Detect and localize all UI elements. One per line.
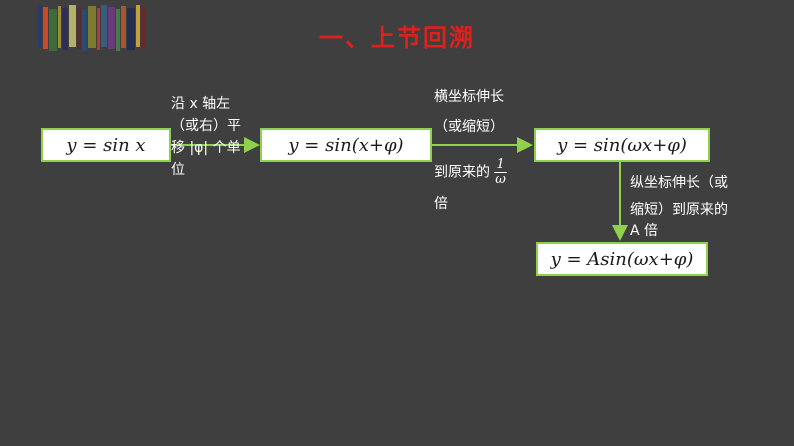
label-shift-line3: 移 |φ| 个单 [171, 137, 241, 159]
label-vscale-line1: 纵坐标伸长（或 [630, 170, 728, 197]
label-hscale-bottom-line2: 倍 [434, 193, 507, 215]
label-shift: 沿 x 轴左 （或右）平 移 |φ| 个单 位 [171, 93, 241, 181]
label-shift-line1: 沿 x 轴左 [171, 93, 241, 115]
formula-box-a-sin-omega-x-phi: y = Asin(ωx+φ) [536, 242, 708, 276]
label-hscale-top-line1: 横坐标伸长 [434, 86, 504, 108]
label-vscale-line2: 缩短）到原来的 [630, 197, 728, 224]
formula-box-sin-omega-x-phi: y = sin(ωx+φ) [534, 128, 710, 162]
label-hscale-bottom-line1: 到原来的 1 ω [434, 158, 507, 187]
fraction-one-over-omega: 1 ω [494, 158, 506, 187]
label-vscale: 纵坐标伸长（或 缩短）到原来的 A 倍 [630, 170, 728, 238]
label-hscale-bottom: 到原来的 1 ω 倍 [434, 158, 507, 215]
fraction-numerator: 1 [494, 158, 506, 173]
label-vscale-line3: A 倍 [630, 224, 728, 238]
label-shift-line2: （或右）平 [171, 115, 241, 137]
label-hscale-bottom-text: 到原来的 [434, 165, 490, 181]
fraction-denominator: ω [494, 173, 506, 187]
formula-box-sin-x: y = sin x [41, 128, 171, 162]
label-shift-line4: 位 [171, 159, 241, 181]
formula-box-sin-x-phi: y = sin(x+φ) [260, 128, 432, 162]
label-hscale-top-line2: （或缩短） [434, 116, 504, 138]
label-hscale-top: 横坐标伸长 （或缩短） [434, 86, 504, 138]
